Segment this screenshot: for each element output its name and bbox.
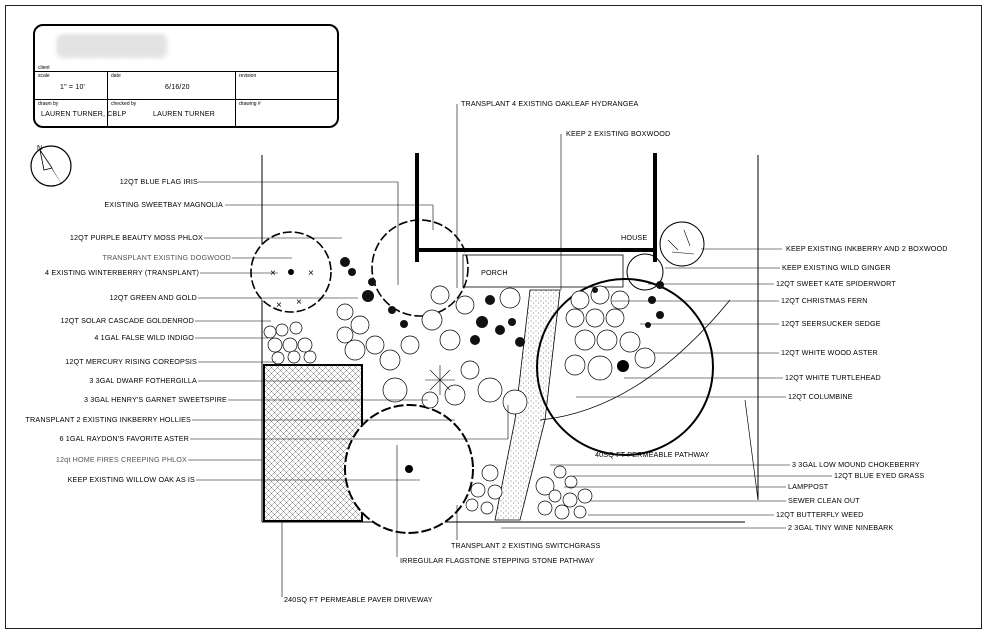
drawing-border [5, 5, 982, 629]
label-goldenrod: 12QT SOLAR CASCADE GOLDENROD [60, 316, 194, 325]
label-seersucker-sedge: 12QT SEERSUCKER SEDGE [781, 319, 881, 328]
date-label: date [111, 73, 121, 79]
label-white-wood-aster: 12QT WHITE WOOD ASTER [781, 348, 878, 357]
label-raydons-aster: 6 1GAL RAYDON'S FAVORITE ASTER [59, 434, 189, 443]
svg-text:×: × [308, 268, 314, 279]
label-flagstone-pathway: IRREGULAR FLAGSTONE STEPPING STONE PATHW… [400, 556, 595, 565]
paver-driveway [263, 364, 363, 522]
label-willow-oak: KEEP EXISTING WILLOW OAK AS IS [67, 475, 195, 484]
house-label: HOUSE [621, 233, 648, 242]
label-chokeberry: 3 3GAL LOW MOUND CHOKEBERRY [792, 460, 920, 469]
label-dogwood: TRANSPLANT EXISTING DOGWOOD [102, 253, 231, 262]
label-christmas-fern: 12QT CHRISTMAS FERN [781, 296, 868, 305]
svg-text:×: × [296, 297, 302, 308]
label-ninebark: 2 3GAL TINY WINE NINEBARK [788, 523, 894, 532]
label-sweetspire: 3 3GAL HENRY'S GARNET SWEETSPIRE [83, 395, 227, 404]
label-fothergilla: 3 3GAL DWARF FOTHERGILLA [89, 376, 197, 385]
checked-by-label: checked by [111, 101, 137, 107]
drawn-by-label: drawn by [38, 101, 59, 107]
sweetspire-symbol [425, 365, 455, 395]
label-butterfly-weed: 12QT BUTTERFLY WEED [776, 510, 864, 519]
label-false-wild-indigo: 4 1GAL FALSE WILD INDIGO [94, 333, 194, 342]
label-coreopsis: 12QT MERCURY RISING COREOPSIS [65, 357, 197, 366]
label-blue-eyed-grass: 12QT BLUE EYED GRASS [834, 471, 925, 480]
label-paver-driveway: 240SQ FT PERMEABLE PAVER DRIVEWAY [284, 595, 433, 604]
scale-label: scale [38, 73, 50, 79]
porch-label: PORCH [481, 268, 508, 277]
redacted-client-name [57, 34, 167, 58]
svg-text:×: × [270, 268, 276, 279]
scale-value: 1" = 10' [60, 84, 86, 91]
drawing-number-label: drawing # [239, 101, 261, 107]
checked-by-value: LAUREN TURNER [153, 111, 215, 118]
label-oakleaf-hydrangea: TRANSPLANT 4 EXISTING OAKLEAF HYDRANGEA [461, 99, 639, 108]
label-inkberry-boxwood: KEEP EXISTING INKBERRY AND 2 BOXWOOD [786, 244, 948, 253]
client-label: client [38, 65, 50, 71]
label-lamppost: LAMPPOST [788, 482, 829, 491]
label-wild-ginger: KEEP EXISTING WILD GINGER [782, 263, 891, 272]
north-label: N [37, 145, 42, 152]
svg-text:×: × [276, 300, 282, 311]
label-creeping-phlox: 12qt HOME FIRES CREEPING PHLOX [55, 455, 187, 464]
label-inkberry-hollies: TRANSPLANT 2 EXISTING INKBERRY HOLLIES [25, 415, 191, 424]
title-block: client scale 1" = 10' date 6/16/20 revis… [33, 24, 339, 128]
revision-label: revision [239, 73, 257, 79]
label-sweetbay-magnolia: EXISTING SWEETBAY MAGNOLIA [104, 200, 223, 209]
label-blue-flag-iris: 12QT BLUE FLAG IRIS [119, 177, 198, 186]
label-keep-boxwood: KEEP 2 EXISTING BOXWOOD [566, 129, 671, 138]
label-green-and-gold: 12QT GREEN AND GOLD [109, 293, 197, 302]
label-permeable-pathway: 40SQ FT PERMEABLE PATHWAY [595, 450, 710, 459]
label-white-turtlehead: 12QT WHITE TURTLEHEAD [785, 373, 881, 382]
north-arrow-icon [30, 145, 72, 188]
date-value: 6/16/20 [165, 84, 190, 91]
drawn-by-value: LAUREN TURNER, CBLP [41, 111, 127, 118]
label-spiderwort: 12QT SWEET KATE SPIDERWORT [776, 279, 896, 288]
permeable-pathway [494, 289, 561, 521]
label-columbine: 12QT COLUMBINE [788, 392, 853, 401]
label-moss-phlox: 12QT PURPLE BEAUTY MOSS PHLOX [69, 233, 203, 242]
label-sewer-clean-out: SEWER CLEAN OUT [788, 496, 860, 505]
label-switchgrass: TRANSPLANT 2 EXISTING SWITCHGRASS [451, 541, 601, 550]
house-outline [415, 153, 657, 288]
label-winterberry: 4 EXISTING WINTERBERRY (TRANSPLANT) [45, 268, 199, 277]
